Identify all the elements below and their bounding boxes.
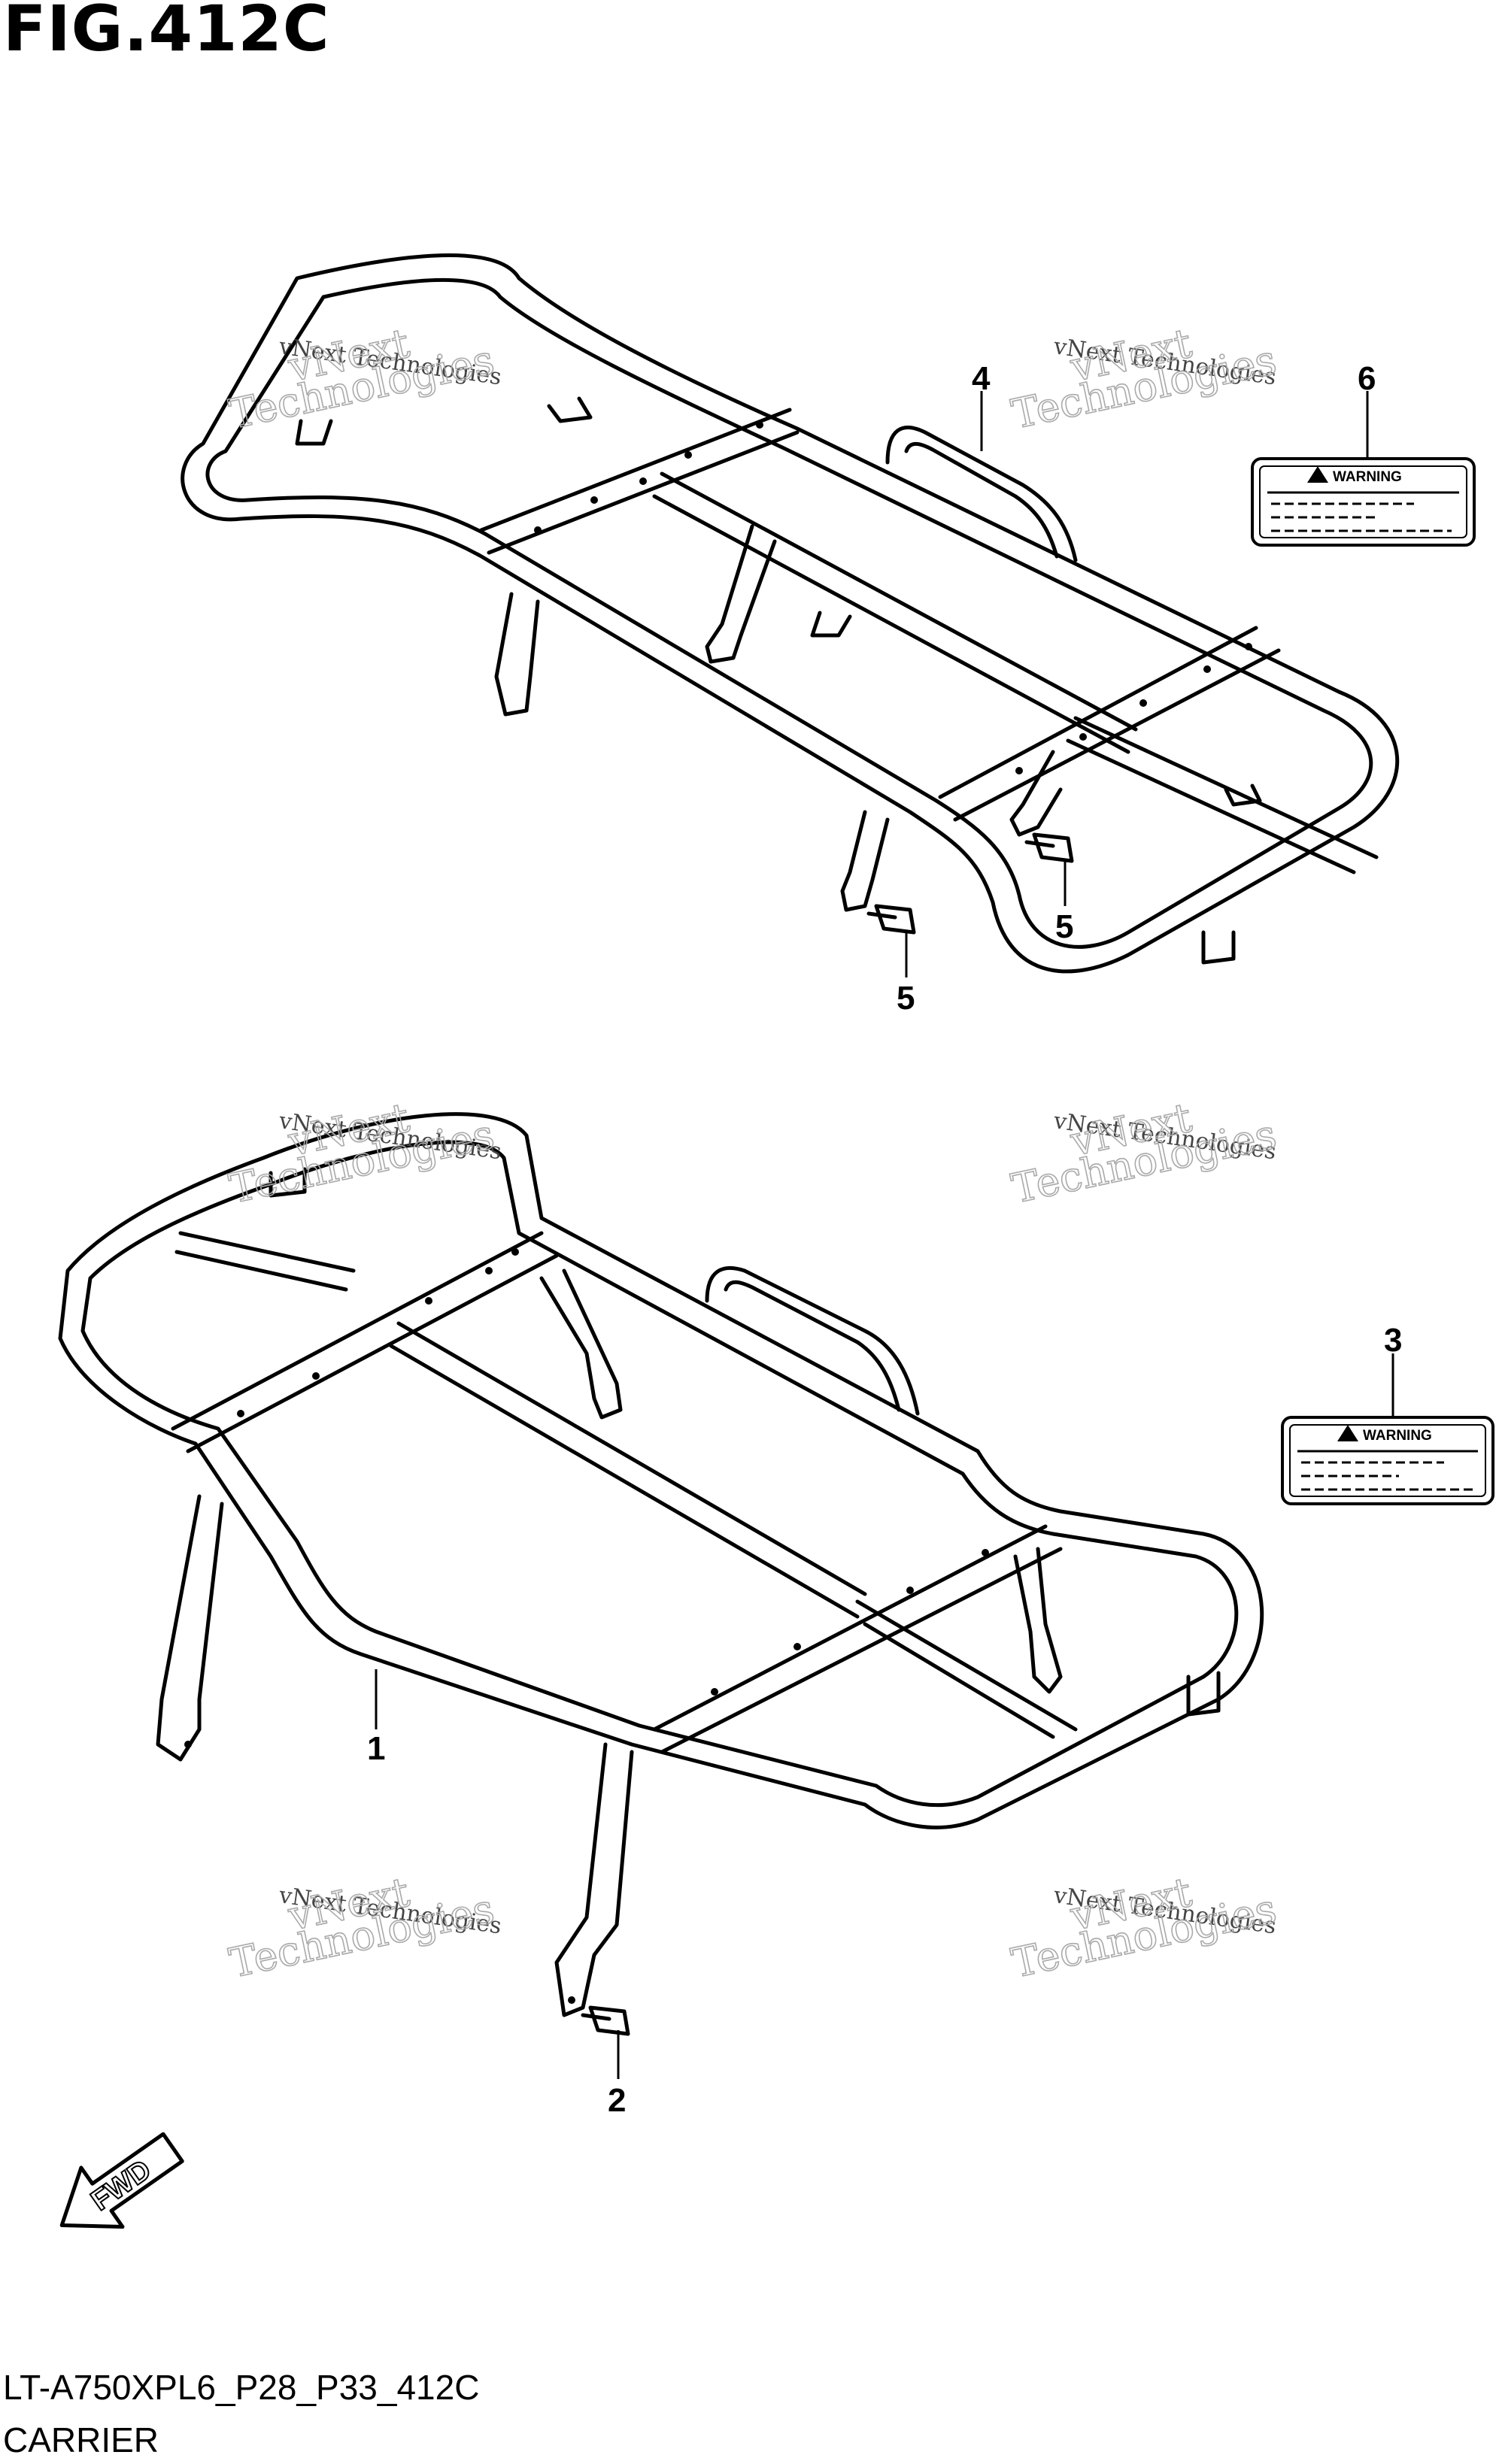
warning-label-text: WARNING	[1363, 1428, 1432, 1444]
figure-code: LT-A750XPL6_P28_P33_412C	[3, 2368, 480, 2407]
warning-triangle-icon	[1337, 1425, 1358, 1441]
callout-6: 6	[1358, 360, 1376, 397]
callout-4: 4	[972, 360, 991, 397]
warning-label-3: WARNING	[1281, 1416, 1494, 1505]
callout-2: 2	[608, 2082, 626, 2119]
callout-1: 1	[367, 1730, 385, 1767]
callout-5-left: 5	[897, 980, 915, 1017]
rear-carrier-holes	[534, 421, 1252, 774]
rear-carrier-drawing	[181, 253, 1400, 974]
front-carrier-drawing	[58, 1112, 1264, 2036]
leader-lines	[375, 391, 1394, 2079]
warning-triangle-icon	[1307, 466, 1328, 483]
forward-arrow-icon: FWD	[59, 2132, 184, 2229]
warning-label-text: WARNING	[1333, 469, 1402, 485]
figure-title: FIG.412C	[3, 0, 330, 65]
front-carrier-holes	[184, 1248, 989, 2004]
callout-5-right: 5	[1055, 908, 1073, 945]
warning-label-6: WARNING	[1251, 457, 1476, 547]
figure-name: CARRIER	[3, 2420, 159, 2459]
callout-3: 3	[1384, 1322, 1402, 1359]
